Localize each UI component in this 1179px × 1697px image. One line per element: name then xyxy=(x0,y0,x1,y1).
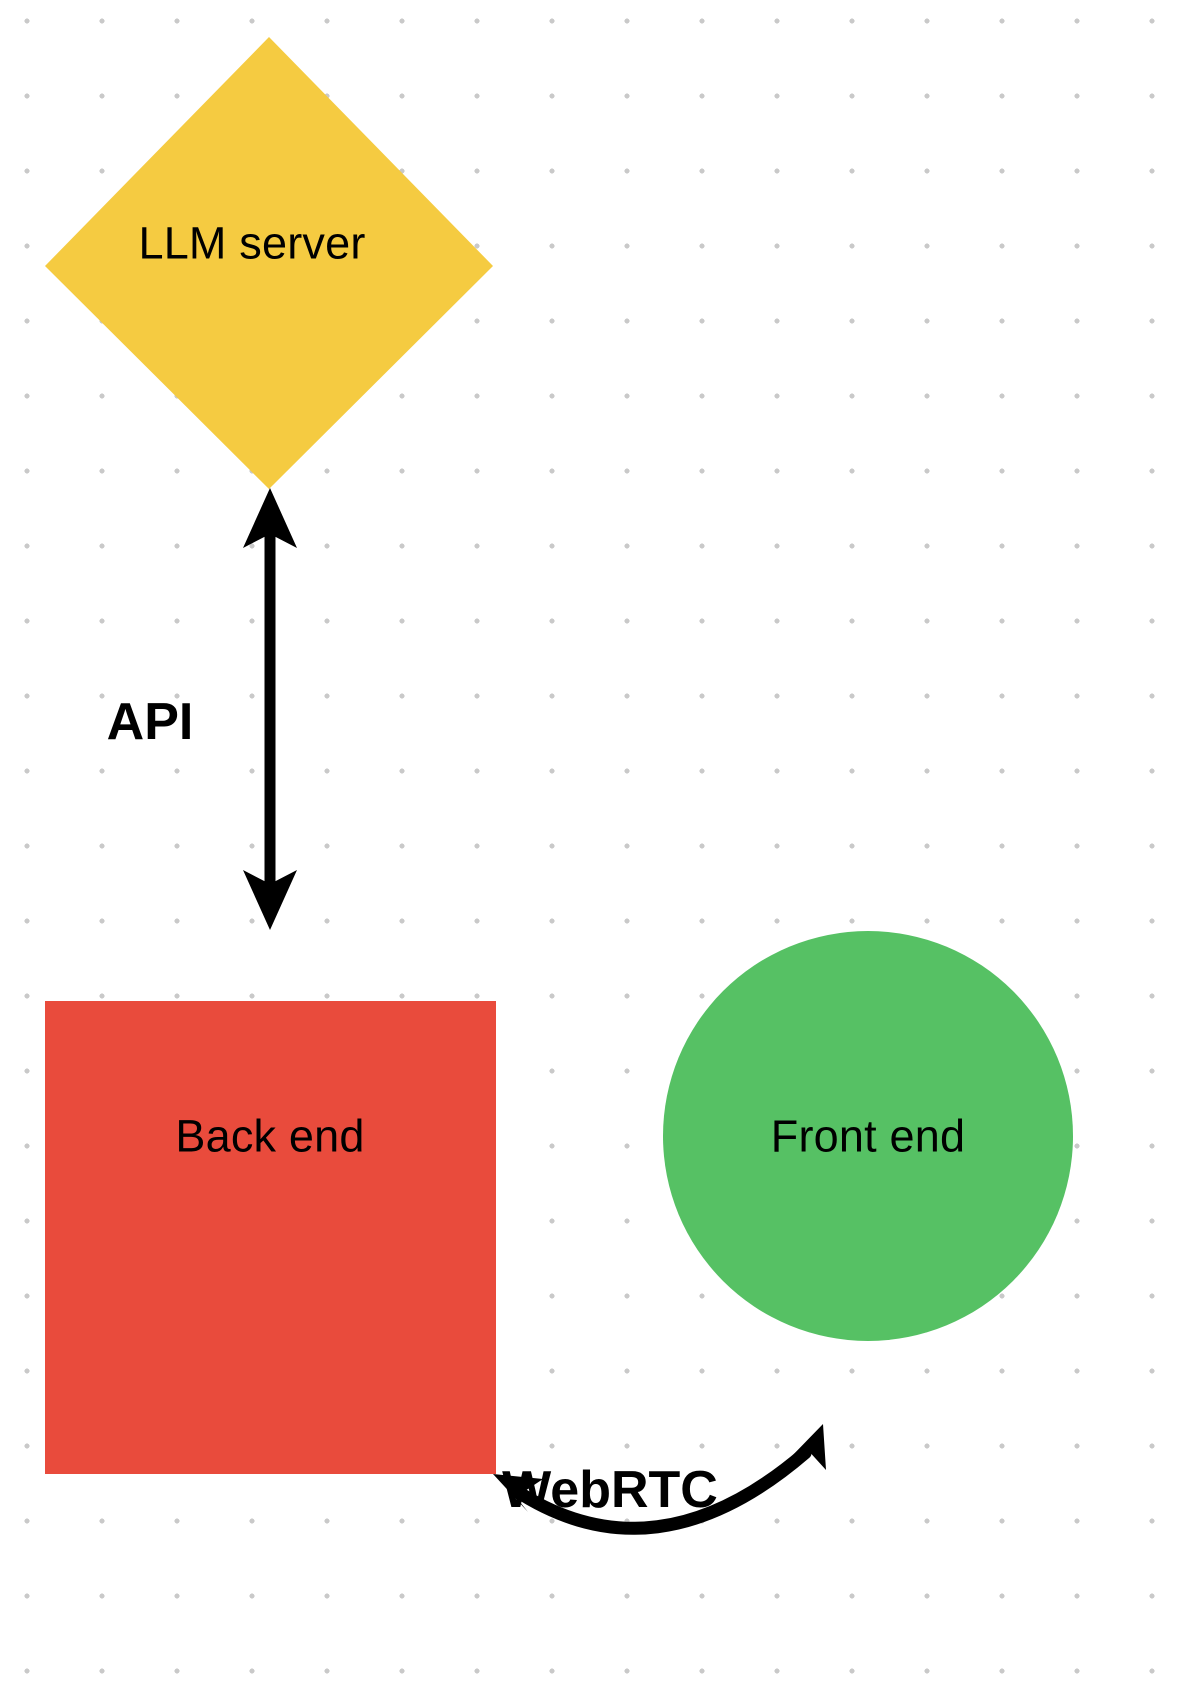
edge-label-webrtc: WebRTC xyxy=(502,1461,718,1519)
node-label-front-end: Front end xyxy=(770,1110,966,1162)
edge-label-api: API xyxy=(106,693,194,751)
node-label-back-end: Back end xyxy=(175,1110,365,1162)
node-shape-back-end[interactable] xyxy=(45,1001,496,1474)
node-label-llm-server: LLM server xyxy=(138,217,366,269)
edge-api-arrow[interactable] xyxy=(243,488,297,930)
